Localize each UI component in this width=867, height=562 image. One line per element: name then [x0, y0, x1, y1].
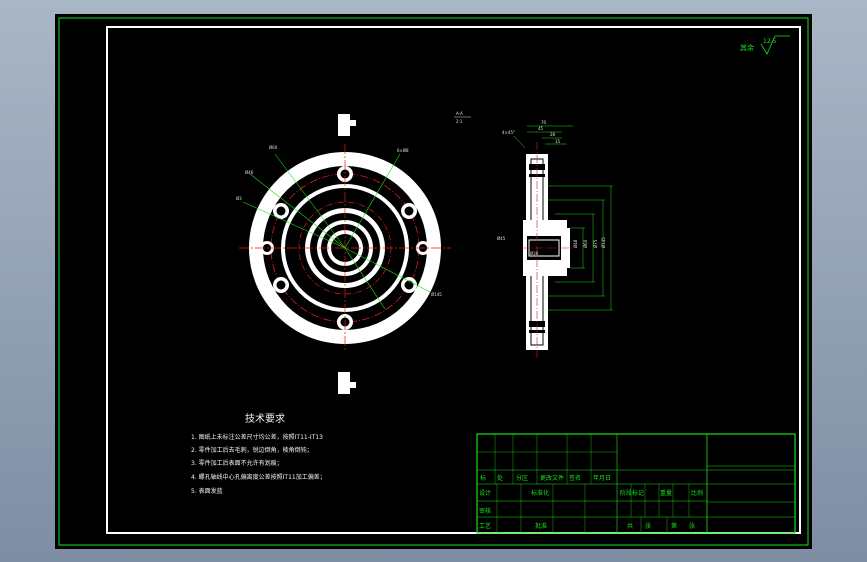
bolt-holes	[260, 166, 430, 330]
tb-stage: 阶段标记	[620, 489, 644, 497]
side-dim-chamfer: 4×45°	[502, 130, 515, 135]
section-mark-bottom: 2:1	[456, 119, 463, 124]
tb-zone: 分区	[516, 474, 528, 482]
tech-item-5: 5. 表面发蓝	[191, 487, 223, 495]
key-marker-top	[338, 114, 356, 136]
side-dim-d36: Ø36	[530, 251, 539, 256]
tb-no: 第	[671, 522, 677, 530]
inner-border	[106, 26, 801, 534]
side-dim-d45: Ø45	[497, 236, 506, 241]
roughness-label: 其余	[740, 43, 754, 52]
outer-border	[58, 17, 809, 546]
side-dim-45: 45	[538, 126, 544, 131]
front-label-bolt: 6×Ø8	[397, 148, 409, 153]
tech-item-1: 1. 图纸上未标注公差尺寸均公差，按照IT11-IT13	[191, 433, 323, 441]
title-block-text: 标 处 分区 更改文件 签名 年月日 设计 标准化 阶段标记 重量 比例 审核 …	[479, 474, 703, 530]
front-label-d145: Ø145	[431, 292, 442, 297]
front-label-d3: Ø3	[236, 196, 242, 201]
tb-count: 处	[497, 474, 503, 482]
side-dim-d48: Ø48	[573, 239, 578, 248]
front-label-d60: Ø60	[269, 145, 278, 150]
roughness-symbol: 其余 12.5	[740, 35, 790, 55]
tb-mark: 标	[480, 474, 486, 482]
front-label-d46: Ø46	[245, 170, 254, 175]
key-marker-bottom	[338, 372, 356, 394]
tb-sheets: 张	[645, 522, 651, 530]
tb-process: 工艺	[479, 522, 491, 530]
tech-requirements: 技术要求 1. 图纸上未标注公差尺寸均公差，按照IT11-IT13 2. 零件加…	[191, 412, 326, 495]
tb-standard: 标准化	[531, 489, 549, 497]
front-view: 6×Ø8 Ø60 Ø46 Ø3 Ø145	[236, 114, 451, 394]
tb-total: 共	[627, 522, 633, 530]
tech-item-3: 3. 零件加工后表面不允许有划痕；	[191, 459, 283, 467]
tb-scale: 比例	[691, 489, 703, 497]
tb-weight: 重量	[660, 489, 672, 497]
side-view: 70 45 28 15 4×45°	[497, 120, 613, 358]
tb-date: 年月日	[593, 474, 611, 482]
section-mark: A-A 2:1	[454, 111, 471, 124]
title-block	[476, 433, 796, 534]
tb-change-doc: 更改文件	[540, 474, 564, 482]
side-dim-d75: Ø75	[593, 239, 598, 248]
tb-signature: 签名	[569, 474, 581, 482]
tech-item-4: 4. 螺孔轴线中心孔偏离度公差按照IT11加工偏差；	[191, 473, 326, 481]
tb-approve: 批准	[535, 522, 547, 530]
side-dim-d145: Ø145	[601, 237, 606, 248]
side-dim-15: 15	[555, 139, 561, 144]
tech-title: 技术要求	[245, 412, 285, 425]
drawing-canvas: 其余 12.5	[58, 17, 809, 546]
side-dim-28: 28	[550, 132, 556, 137]
section-mark-top: A-A	[456, 111, 463, 116]
tb-review: 审核	[479, 507, 491, 515]
roughness-value: 12.5	[763, 38, 777, 45]
tech-item-2: 2. 零件加工后去毛刺，锐边倒角，棱角倒钝；	[191, 446, 313, 454]
side-dim-70: 70	[541, 120, 547, 125]
side-dim-d60: Ø60	[583, 239, 588, 248]
drawing-sheet[interactable]: 其余 12.5	[55, 14, 812, 549]
tb-sheet: 张	[689, 522, 695, 530]
tb-design: 设计	[479, 489, 491, 497]
